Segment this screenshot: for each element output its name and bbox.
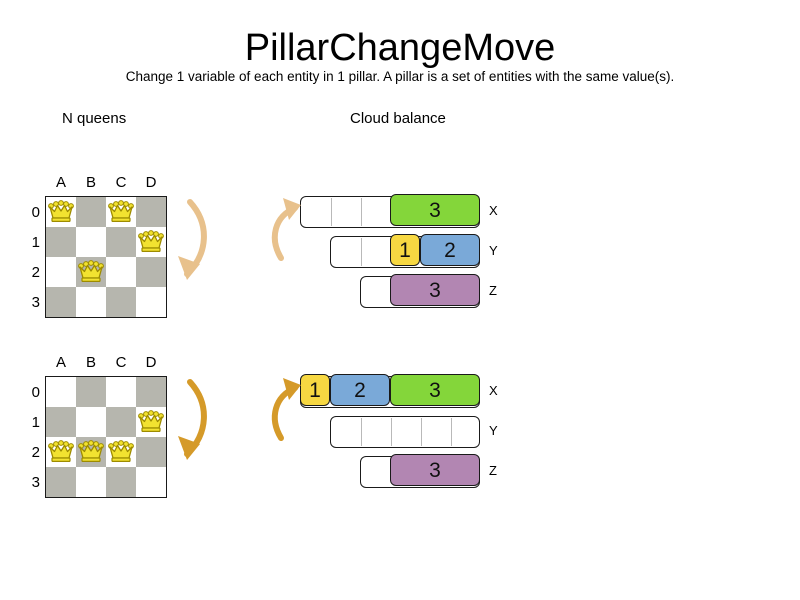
- capacity-gridline: [331, 198, 332, 226]
- board-cell-A3[interactable]: [46, 467, 76, 497]
- board-row-label-3: 3: [31, 474, 40, 491]
- queen-icon[interactable]: [136, 407, 166, 437]
- board-row-label-2: 2: [31, 444, 40, 461]
- board-column-label-B: B: [85, 174, 96, 191]
- capacity-gridline: [361, 418, 362, 446]
- page-title: PillarChangeMove: [244, 27, 556, 69]
- board-column-label-D: D: [145, 174, 157, 191]
- arrow-nqueens-before: [178, 199, 207, 280]
- board-cell-D3[interactable]: [136, 467, 166, 497]
- board-cell-A3[interactable]: [46, 287, 76, 317]
- board-row-label-3: 3: [31, 294, 40, 311]
- capacity-bar[interactable]: [330, 416, 480, 448]
- capacity-gridline: [361, 238, 362, 266]
- board-cell-A0[interactable]: [46, 377, 76, 407]
- board-cell-B3[interactable]: [76, 467, 106, 497]
- board-cell-B3[interactable]: [76, 287, 106, 317]
- board-cell-C3[interactable]: [106, 287, 136, 317]
- chessboard: A B C D 0 1 2 3: [32, 175, 167, 318]
- board-cell-D2[interactable]: [136, 257, 166, 287]
- board-cell-A1[interactable]: [46, 227, 76, 257]
- board-cell-A2[interactable]: [46, 257, 76, 287]
- arrow-cloud-after: [271, 378, 301, 441]
- process-block[interactable]: 1: [390, 234, 420, 267]
- board-column-label-D: D: [145, 354, 157, 371]
- board-column-label-C: C: [115, 354, 127, 371]
- board-cell-A1[interactable]: [46, 407, 76, 437]
- board-cell-D2[interactable]: [136, 437, 166, 467]
- process-block[interactable]: 3: [390, 194, 480, 227]
- board-cell-C2[interactable]: [106, 257, 136, 287]
- board-cell-B1[interactable]: [76, 407, 106, 437]
- arrow-nqueens-after: [178, 379, 207, 460]
- board-column-label-A: A: [55, 174, 66, 191]
- board-cell-C1[interactable]: [106, 227, 136, 257]
- board-cell-D0[interactable]: [136, 377, 166, 407]
- board-cell-D0[interactable]: [136, 197, 166, 227]
- computer-label-X: X: [489, 383, 498, 398]
- capacity-gridline: [391, 418, 392, 446]
- queen-icon[interactable]: [136, 227, 166, 257]
- process-block[interactable]: 3: [390, 274, 480, 307]
- board-row-label-1: 1: [31, 234, 40, 251]
- board-row-label-2: 2: [31, 264, 40, 281]
- capacity-gridline: [451, 418, 452, 446]
- board-cell-C0[interactable]: [106, 377, 136, 407]
- board-row-label-1: 1: [31, 414, 40, 431]
- cloud-computer-row-Y: Y: [0, 416, 520, 448]
- arrow-cloud-before: [271, 198, 301, 261]
- board-column-label-A: A: [55, 354, 66, 371]
- capacity-gridline: [421, 418, 422, 446]
- queen-icon[interactable]: [46, 197, 76, 227]
- n-queens-board-after: A B C D 0 1 2 3: [32, 355, 167, 498]
- computer-label-Y: Y: [489, 423, 498, 438]
- computer-label-X: X: [489, 203, 498, 218]
- process-block[interactable]: 3: [390, 374, 480, 407]
- section-label-n-queens: N queens: [62, 110, 127, 127]
- process-block[interactable]: 1: [300, 374, 330, 407]
- board-cell-C3[interactable]: [106, 467, 136, 497]
- process-block[interactable]: 2: [330, 374, 390, 407]
- board-cell-B1[interactable]: [76, 227, 106, 257]
- page-subtitle: Change 1 variable of each entity in 1 pi…: [125, 69, 675, 84]
- n-queens-board-before: A B C D 0 1 2 3: [32, 175, 167, 318]
- capacity-gridline: [361, 198, 362, 226]
- queen-icon[interactable]: [76, 437, 106, 467]
- board-cell-B0[interactable]: [76, 377, 106, 407]
- process-block[interactable]: 2: [420, 234, 480, 267]
- board-column-label-B: B: [85, 354, 96, 371]
- board-cell-C1[interactable]: [106, 407, 136, 437]
- chessboard: A B C D 0 1 2 3: [32, 355, 167, 498]
- process-block[interactable]: 3: [390, 454, 480, 487]
- computer-label-Y: Y: [489, 243, 498, 258]
- section-label-cloud-balance: Cloud balance: [350, 110, 446, 127]
- queen-icon[interactable]: [106, 437, 136, 467]
- board-cell-D3[interactable]: [136, 287, 166, 317]
- board-cell-B0[interactable]: [76, 197, 106, 227]
- board-row-label-0: 0: [31, 384, 40, 401]
- computer-label-Z: Z: [489, 283, 497, 298]
- computer-label-Z: Z: [489, 463, 497, 478]
- queen-icon[interactable]: [106, 197, 136, 227]
- board-row-label-0: 0: [31, 204, 40, 221]
- queen-icon[interactable]: [46, 437, 76, 467]
- queen-icon[interactable]: [76, 257, 106, 287]
- board-column-label-C: C: [115, 174, 127, 191]
